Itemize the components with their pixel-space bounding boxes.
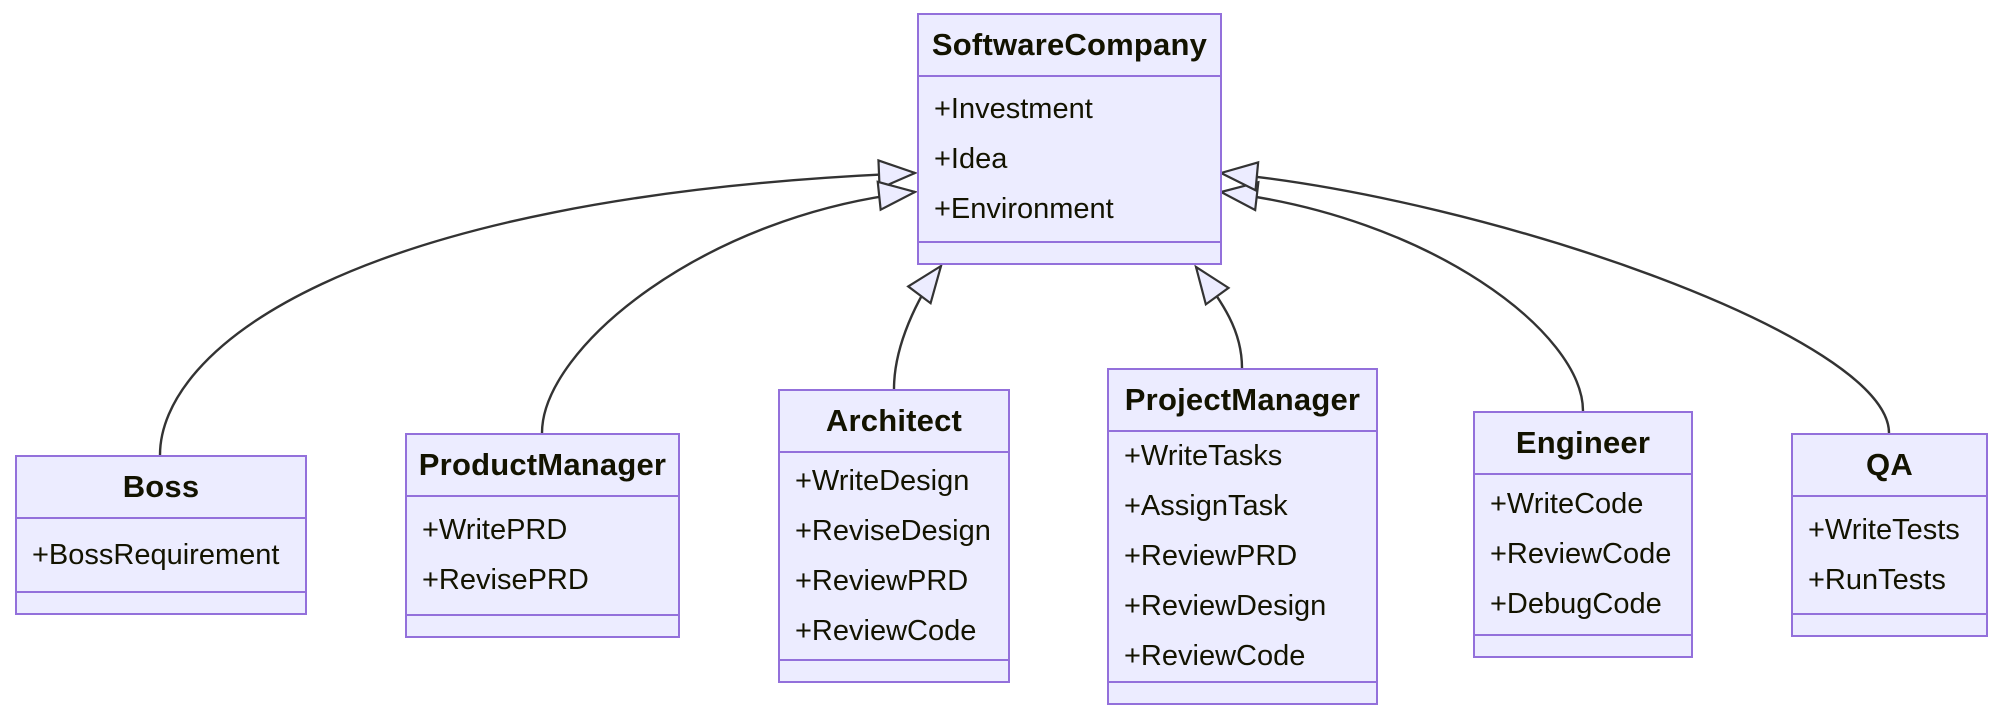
class-attribute: +Idea [934,142,1008,175]
inheritance-edge-qa-softwarecompany [1217,160,1891,434]
inheritance-edge-projectmanager-softwarecompany [1194,264,1244,369]
class-attribute: +RunTests [1808,563,1946,596]
class-attribute: +RevisePRD [422,564,589,596]
class-title: Engineer [1475,413,1691,475]
class-methods-empty [1109,681,1376,703]
class-node-softwarecompany: SoftwareCompany +Investment +Idea +Envir… [917,13,1222,265]
class-title: Architect [780,391,1008,453]
class-attribute: +ReviewDesign [1124,589,1327,622]
class-title: QA [1793,435,1986,497]
class-attribute: +WriteDesign [795,464,970,497]
class-attribute: +ReviewCode [1490,538,1672,570]
inheritance-edge-productmanager-softwarecompany [540,180,919,434]
class-attributes: +WriteTests +RunTests [1793,497,1986,613]
class-attribute: +Environment [934,192,1114,225]
class-attribute: +ReviewCode [1124,639,1306,672]
class-methods-empty [407,614,678,636]
class-title: ProductManager [407,435,678,497]
class-methods-empty [919,241,1220,263]
class-attribute: +DebugCode [1490,588,1662,620]
class-node-architect: Architect +WriteDesign +ReviseDesign +Re… [778,389,1010,683]
class-node-boss: Boss +BossRequirement [15,455,307,615]
class-node-projectmanager: ProjectManager +WriteTasks +AssignTask +… [1107,368,1378,705]
class-title: SoftwareCompany [919,15,1220,77]
class-attribute: +ReviseDesign [795,514,991,547]
class-attribute: +ReviewPRD [795,564,969,597]
class-title: Boss [17,457,305,519]
class-attribute: +ReviewPRD [1124,539,1298,572]
class-node-qa: QA +WriteTests +RunTests [1791,433,1988,637]
class-attribute: +ReviewCode [795,614,977,647]
class-attributes: +WriteTasks +AssignTask +ReviewPRD +Revi… [1109,432,1376,681]
inheritance-edge-engineer-softwarecompany [1217,180,1585,412]
class-node-engineer: Engineer +WriteCode +ReviewCode +DebugCo… [1473,411,1693,658]
class-attribute: +WriteTasks [1124,440,1283,473]
class-attribute: +WriteTests [1808,513,1960,546]
class-attribute: +AssignTask [1124,490,1288,523]
class-attributes: +Investment +Idea +Environment [919,77,1220,241]
class-methods-empty [1793,613,1986,635]
class-attributes: +WriteCode +ReviewCode +DebugCode [1475,475,1691,634]
class-methods-empty [1475,634,1691,656]
inheritance-edge-architect-softwarecompany [892,263,943,390]
class-attributes: +BossRequirement [17,519,305,591]
class-node-productmanager: ProductManager +WritePRD +RevisePRD [405,433,680,638]
inheritance-edge-boss-softwarecompany [158,158,919,456]
class-attribute: +WritePRD [422,514,568,546]
class-attribute: +BossRequirement [32,538,280,571]
class-methods-empty [17,591,305,613]
class-title: ProjectManager [1109,370,1376,432]
class-methods-empty [780,659,1008,681]
class-attributes: +WriteDesign +ReviseDesign +ReviewPRD +R… [780,453,1008,659]
class-attribute: +WriteCode [1490,488,1644,520]
class-attributes: +WritePRD +RevisePRD [407,497,678,614]
class-attribute: +Investment [934,92,1093,125]
